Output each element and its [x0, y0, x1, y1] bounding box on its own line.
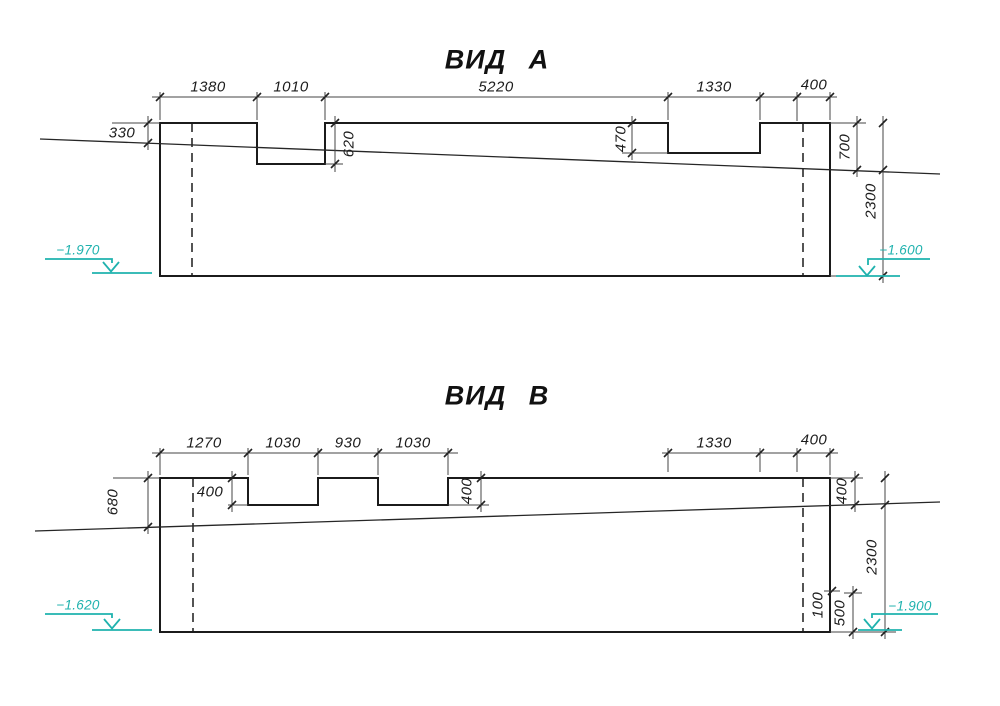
viewA-left-dim — [112, 116, 160, 150]
viewA-elevation-left-mark — [45, 258, 152, 274]
viewA-top-dim-1380: 1380 — [190, 78, 226, 96]
viewB-dim-400-notch2: 400 — [458, 477, 476, 505]
viewB-body-outline — [159, 477, 831, 633]
viewA-dim-620: 620 — [340, 130, 358, 158]
viewB-top-dim-930: 930 — [334, 434, 362, 452]
viewA-right-dims — [830, 116, 896, 283]
viewB-elevation-right-mark — [858, 613, 938, 631]
viewB-ground-line — [34, 501, 941, 532]
viewB-dim-2300: 2300 — [863, 539, 881, 575]
viewA-dim-700: 700 — [836, 133, 854, 161]
viewB-elevation-left-mark — [45, 613, 152, 631]
viewB-right-dims — [824, 471, 896, 639]
viewA-dim-2300: 2300 — [862, 183, 880, 219]
viewA-dim-470: 470 — [612, 125, 630, 153]
viewB-dim-500: 500 — [831, 599, 849, 627]
viewA-top-dim-5220: 5220 — [478, 78, 514, 96]
viewB-dim-400-notch1: 400 — [196, 483, 224, 501]
viewA-top-dim-1010: 1010 — [273, 78, 309, 96]
viewA-elevation-left-label: −1.970 — [56, 242, 100, 258]
viewB-elevation-right-label: −1.900 — [888, 598, 932, 614]
viewA-title: ВИД А — [444, 44, 550, 75]
viewB-title: ВИД В — [444, 380, 550, 411]
viewA-dim-330: 330 — [108, 124, 136, 142]
viewA-dim-ticks — [143, 92, 888, 281]
viewB-elevation-left-label: −1.620 — [56, 597, 100, 613]
viewB-top-dim-1330: 1330 — [696, 434, 732, 452]
viewA-elevation-right-mark — [836, 258, 930, 277]
viewA-top-dim-400: 400 — [800, 76, 828, 94]
viewA-ground-line — [39, 138, 941, 175]
viewA-body-outline — [159, 122, 831, 277]
viewA-top-extension-lines — [159, 92, 831, 121]
viewB-dim-ticks — [143, 448, 890, 637]
viewB-dim-680: 680 — [104, 488, 122, 516]
viewB-top-dim-1030a: 1030 — [265, 434, 301, 452]
viewB-top-dim-400: 400 — [800, 431, 828, 449]
viewB-top-extension-lines — [159, 448, 831, 475]
viewA-elevation-right-label: −1.600 — [879, 242, 923, 258]
viewB-dim-400-right: 400 — [833, 477, 851, 505]
viewB-left-dim — [113, 471, 160, 534]
viewA-top-dim-1330: 1330 — [696, 78, 732, 96]
viewA-linework — [39, 92, 941, 283]
viewB-dim-100: 100 — [809, 591, 827, 619]
viewB-top-dim-1270: 1270 — [186, 434, 222, 452]
viewB-top-dim-1030b: 1030 — [395, 434, 431, 452]
viewB-linework — [34, 448, 941, 639]
